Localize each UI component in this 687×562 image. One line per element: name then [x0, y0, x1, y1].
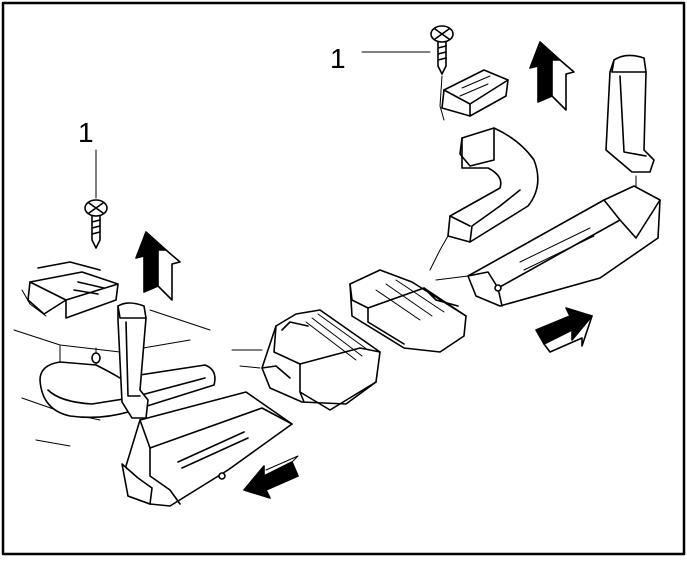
center-duct-section-right — [349, 269, 467, 353]
screw-right-icon — [430, 25, 454, 75]
up-arrow-right-icon — [529, 41, 575, 111]
left-arrow-icon — [243, 455, 299, 499]
callout-label-screw-left: 1 — [78, 117, 94, 148]
right-vertical-riser — [605, 54, 655, 193]
center-duct-section-left — [261, 309, 381, 411]
up-arrow-left-icon — [135, 231, 181, 301]
left-clip-bracket — [21, 261, 119, 319]
assembly-guide-lines — [231, 235, 469, 369]
screw-left-icon — [84, 199, 108, 249]
right-clip-bracket — [441, 69, 509, 117]
callout-label-screw-right: 1 — [330, 43, 346, 74]
left-floor-duct — [121, 391, 293, 507]
left-vertical-riser — [117, 302, 149, 419]
right-arrow-icon — [535, 307, 593, 353]
right-floor-duct — [467, 185, 661, 307]
right-curved-duct — [447, 127, 539, 243]
